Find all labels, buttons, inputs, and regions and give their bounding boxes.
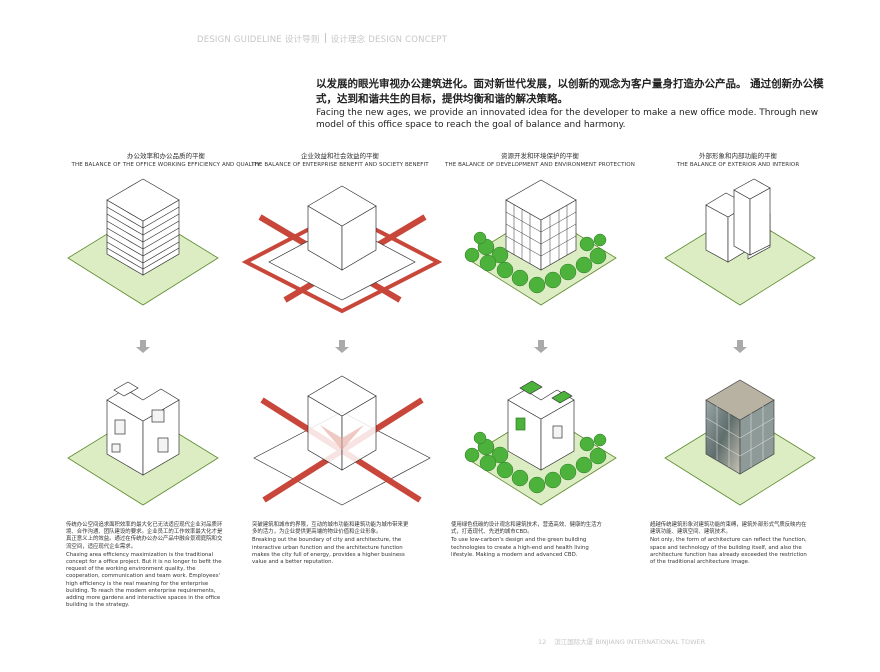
- intro-chinese: 以发展的眼光审视办公建筑进化。面对新世代发展，以创新的观念为客户量身打造办公产品…: [316, 78, 824, 105]
- column-4-title-en: THE BALANCE OF EXTERIOR AND INTERIOR: [676, 162, 800, 168]
- column-4-description: 超越传统建筑形象对建筑功能的束缚，建筑外部形式气质反映内在建筑功能、建筑空间、建…: [650, 522, 810, 566]
- column-3-title-en: THE BALANCE OF DEVELOPMENT AND ENVIRONME…: [445, 162, 635, 168]
- page-footer: 12 滨江国际大厦 BINJIANG INTERNATIONAL TOWER: [538, 636, 713, 646]
- column-2-text-en: Breaking out the boundary of city and ar…: [252, 537, 405, 566]
- green-ground-plane: [664, 211, 816, 306]
- arrow-down-icon: [335, 340, 349, 353]
- column-3-text-cn: 使用绿色低碳的设计观念和建筑技术，营造高效、健康的生活方式，打造现代、先进的城市…: [451, 522, 602, 536]
- column-1-title-en: THE BALANCE OF THE OFFICE WORKING EFFICI…: [71, 162, 261, 168]
- column-4-title: 外部形象和内部功能的平衡 THE BALANCE OF EXTERIOR AND…: [638, 152, 838, 170]
- site-boundary: [241, 209, 443, 314]
- column-3-text-en: To use low-carbon's design and the green…: [451, 537, 589, 558]
- project-name: 滨江国际大厦 BINJIANG INTERNATIONAL TOWER: [554, 638, 706, 646]
- column-3-title: 资源开发和环境保护的平衡 THE BALANCE OF DEVELOPMENT …: [440, 152, 640, 170]
- carved-building: [106, 381, 180, 476]
- column-2-title-en: THE BALANCE OF ENTERPRISE BENEFIT AND SO…: [251, 162, 429, 168]
- column-4-title-cn: 外部形象和内部功能的平衡: [699, 152, 777, 160]
- column-3-bottom-diagram: [464, 380, 617, 506]
- column-3-description: 使用绿色低碳的设计观念和建筑技术，营造高效、健康的生活方式，打造现代、先进的城市…: [451, 522, 611, 559]
- column-2-title: 企业效益和社会效益的平衡 THE BALANCE OF ENTERPRISE B…: [240, 152, 440, 170]
- stacked-floors-building: [106, 178, 180, 276]
- arrow-down-icon: [534, 340, 548, 353]
- grid-facade-building: [505, 179, 577, 271]
- column-4-text-cn: 超越传统建筑形象对建筑功能的束缚，建筑外部形式气质反映内在建筑功能、建筑空间、建…: [650, 522, 807, 536]
- column-3-top-diagram: [464, 179, 617, 306]
- header-divider: [324, 33, 326, 43]
- stepped-towers: [705, 178, 771, 263]
- red-crossing-highlight: [320, 425, 364, 450]
- column-4-bottom-diagram: [664, 379, 816, 506]
- column-1-title: 办公效率和办公品质的平衡 THE BALANCE OF THE OFFICE W…: [66, 152, 266, 170]
- trees-group: [464, 431, 607, 494]
- column-4-top-diagram: [664, 178, 816, 306]
- column-3-title-cn: 资源开发和环境保护的平衡: [501, 152, 579, 160]
- arrow-down-icon: [136, 340, 150, 353]
- column-2-title-cn: 企业效益和社会效益的平衡: [301, 152, 379, 160]
- page-number: 12: [538, 638, 547, 646]
- column-1-description: 传统办公空间追求面积效率的最大化已无法适应现代企业对品质环境、合作沟通、团队建设…: [66, 522, 226, 609]
- header-left: DESIGN GUIDELINE 设计导则: [197, 35, 320, 45]
- column-1-bottom-diagram: [67, 381, 219, 506]
- intro-english: Facing the new ages, we provide an innov…: [316, 108, 819, 130]
- carved-green-building: [507, 380, 575, 471]
- tower-box: [307, 185, 377, 271]
- arrow-down-icon: [733, 340, 747, 353]
- column-2-top-diagram: [241, 185, 443, 314]
- column-1-text-cn: 传统办公空间追求面积效率的最大化已无法适应现代企业对品质环境、合作沟通、团队建设…: [66, 522, 223, 550]
- tower-box-open: [307, 375, 377, 471]
- page-header: DESIGN GUIDELINE 设计导则设计理念 DESIGN CONCEPT: [197, 33, 447, 45]
- site-plane-outline: [253, 411, 431, 506]
- header-right: 设计理念 DESIGN CONCEPT: [330, 35, 448, 45]
- column-4-text-en: Not only, the form of architecture can r…: [650, 537, 807, 566]
- image-collage-cube: [705, 379, 775, 475]
- column-1-text-en: Chasing area efficiency maximization is …: [66, 551, 222, 609]
- column-2-description: 突破建筑和城市的界限，互动的城市功能和建筑功能为城市带来更多的活力，为企业提供更…: [252, 522, 412, 566]
- column-1-title-cn: 办公效率和办公品质的平衡: [127, 152, 205, 160]
- column-2-bottom-diagram: [253, 375, 431, 506]
- trees-group: [464, 231, 607, 294]
- column-1-top-diagram: [67, 178, 219, 306]
- column-2-text-cn: 突破建筑和城市的界限，互动的城市功能和建筑功能为城市带来更多的活力，为企业提供更…: [252, 522, 409, 536]
